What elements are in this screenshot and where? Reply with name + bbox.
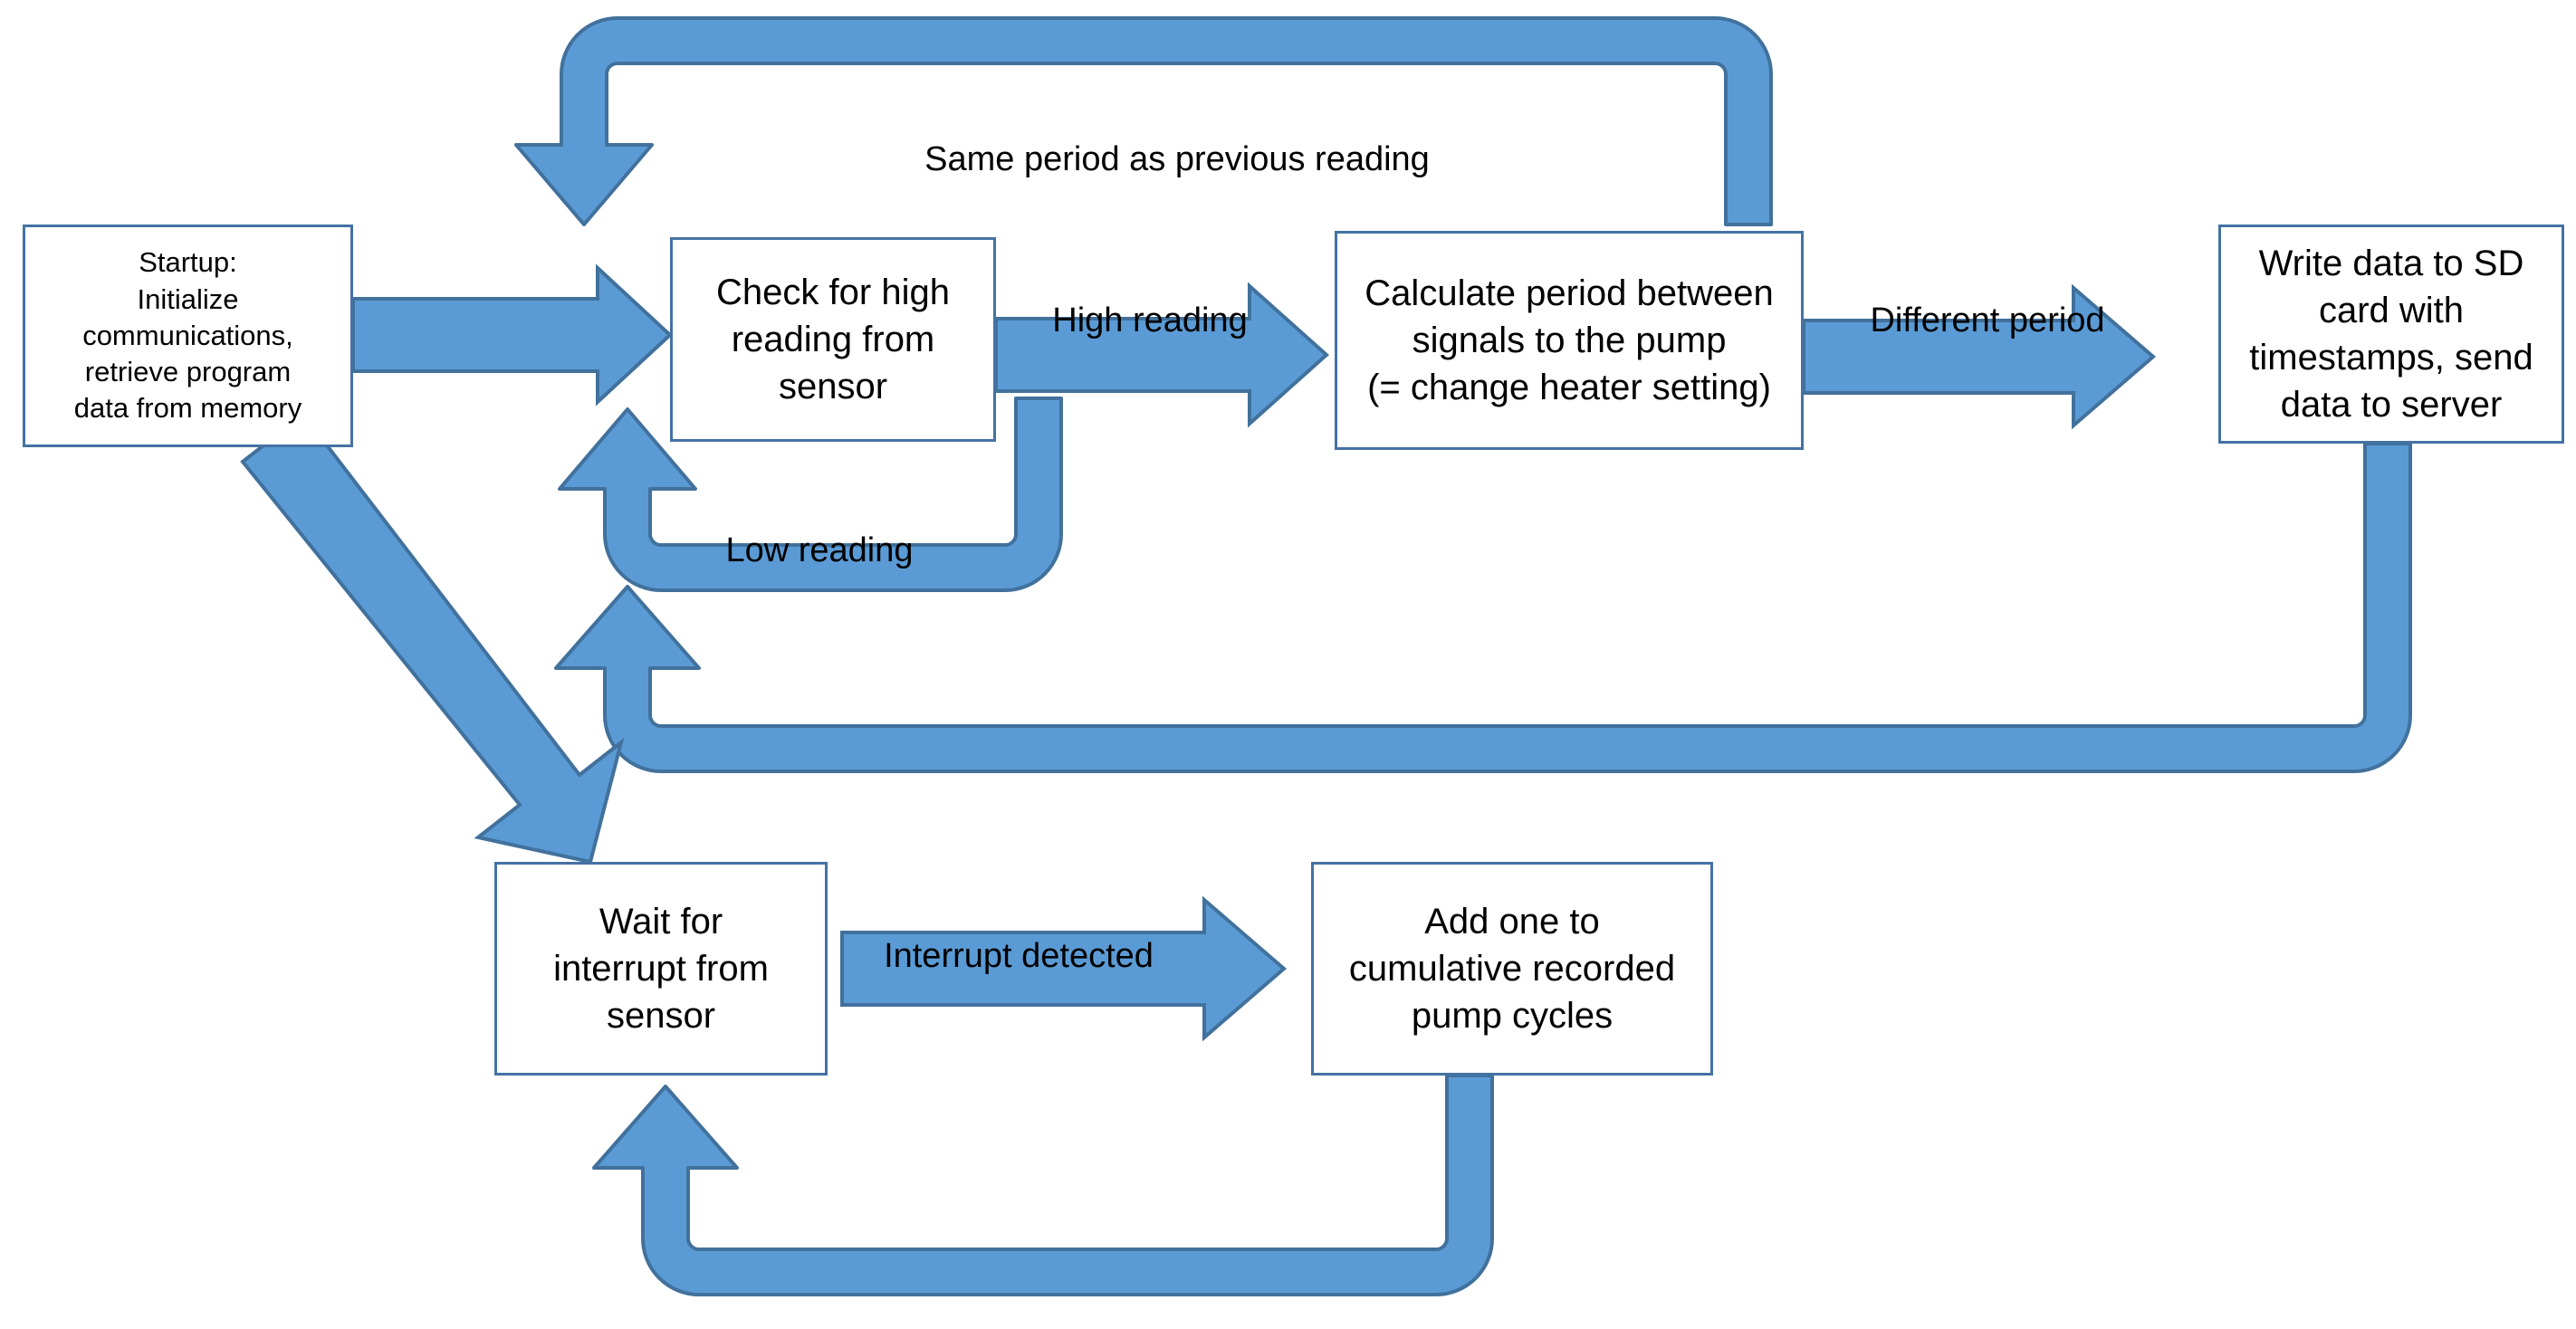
arrow-startup-to-check (351, 263, 673, 406)
node-calculate-label: Calculate period between signals to the … (1365, 273, 1774, 407)
node-write[interactable]: Write data to SD card with timestamps, s… (2218, 225, 2564, 444)
node-check[interactable]: Check for high reading from sensor (670, 237, 996, 442)
edge-label-low-reading: Low reading (688, 486, 951, 572)
node-write-label: Write data to SD card with timestamps, s… (2249, 244, 2533, 425)
edge-label-different-period: Different period (1838, 256, 2137, 342)
node-startup[interactable]: Startup: Initialize communications, retr… (23, 225, 353, 447)
node-addone[interactable]: Add one to cumulative recorded pump cycl… (1311, 862, 1713, 1076)
edge-label-same-period-text: Same period as previous reading (924, 139, 1430, 178)
arrow-calculate-to-check-top (514, 16, 1773, 226)
edge-label-same-period: Same period as previous reading (851, 95, 1503, 181)
node-wait-label: Wait for interrupt from sensor (553, 902, 769, 1036)
edge-label-low-reading-text: Low reading (725, 531, 914, 569)
node-wait[interactable]: Wait for interrupt from sensor (494, 862, 828, 1076)
edge-label-interrupt-detected: Interrupt detected (842, 892, 1195, 978)
node-startup-label: Startup: Initialize communications, retr… (73, 246, 302, 425)
arrow-addone-to-wait-loop (592, 1074, 1494, 1296)
node-addone-label: Add one to cumulative recorded pump cycl… (1348, 902, 1676, 1036)
arrow-write-to-check-loop (554, 442, 2412, 773)
node-calculate[interactable]: Calculate period between signals to the … (1335, 231, 1804, 450)
edge-label-high-reading-text: High reading (1052, 301, 1248, 339)
arrow-check-to-calculate (994, 282, 1330, 428)
arrow-startup-to-wait (240, 412, 625, 865)
edge-label-high-reading: High reading (1014, 256, 1286, 342)
arrow-wait-to-addone (840, 895, 1288, 1042)
edge-label-interrupt-detected-text: Interrupt detected (884, 936, 1154, 975)
edge-label-different-period-text: Different period (1870, 301, 2105, 339)
arrow-calculate-to-write (1802, 283, 2157, 430)
node-check-label: Check for high reading from sensor (716, 272, 950, 406)
arrow-check-low-loop (558, 397, 1063, 592)
